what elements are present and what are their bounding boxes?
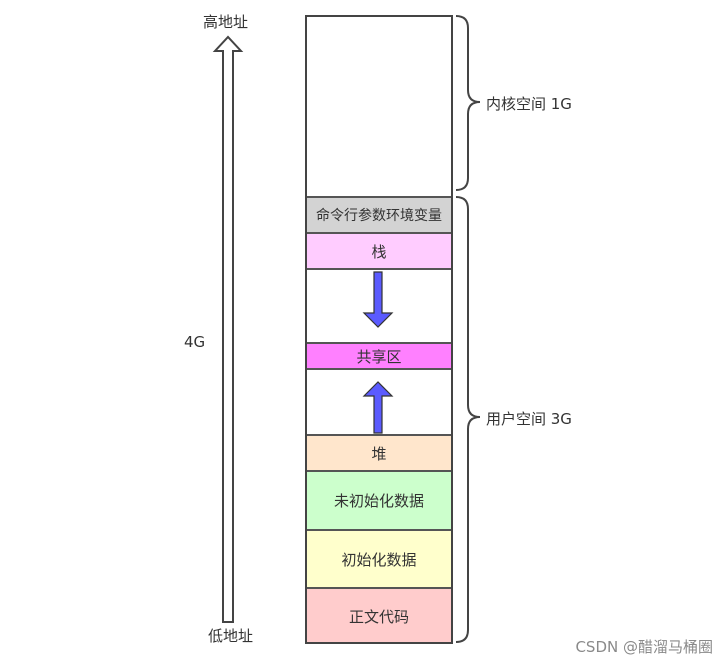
- text-segment: 正文代码: [305, 588, 453, 644]
- stack-segment: 栈: [305, 233, 453, 269]
- low-address-label: 低地址: [208, 627, 254, 645]
- data-segment: 初始化数据: [305, 530, 453, 588]
- kernel-space-label: 内核空间 1G: [486, 95, 572, 113]
- bss-segment: 未初始化数据: [305, 471, 453, 530]
- address-space-size-label: 4G: [184, 333, 206, 351]
- high-address-label: 高地址: [203, 13, 249, 31]
- shared-region-segment: 共享区: [305, 343, 453, 369]
- kernel-space-brace: [455, 15, 481, 191]
- address-direction-arrow: [212, 35, 244, 623]
- user-space-brace: [455, 196, 481, 643]
- kernel-space-segment: [305, 15, 453, 197]
- heap-growth-up-arrow: [362, 381, 394, 434]
- heap-segment: 堆: [305, 435, 453, 471]
- stack-heap-gap-upper: [305, 269, 453, 343]
- csdn-watermark: CSDN @醋溜马桶圈: [575, 638, 713, 656]
- cmdline-env-segment: 命令行参数环境变量: [305, 197, 453, 233]
- user-space-label: 用户空间 3G: [486, 410, 572, 428]
- stack-growth-down-arrow: [362, 271, 394, 328]
- stack-heap-gap-lower: [305, 369, 453, 435]
